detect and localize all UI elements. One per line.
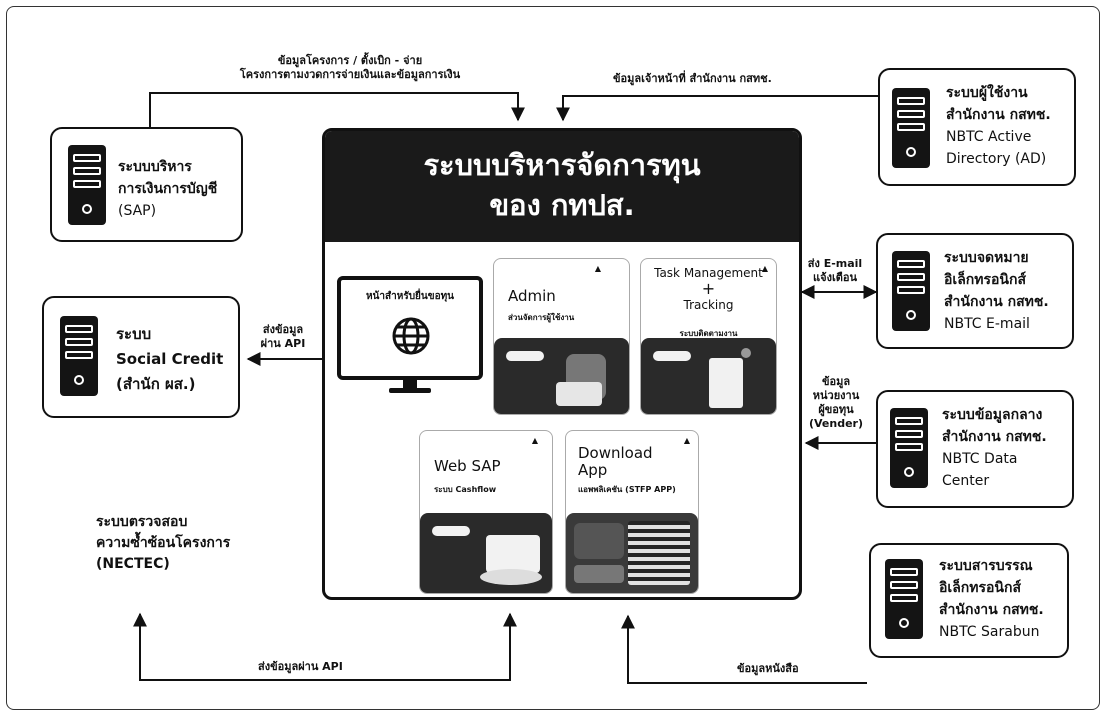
ad-line3: NBTC Active (946, 129, 1032, 145)
datacenter-line1: ระบบข้อมูลกลาง (942, 407, 1043, 423)
task-illustration (641, 338, 776, 414)
download-subtitle: แอพพลิเคชัน (STFP APP) (578, 485, 676, 494)
globe-icon (392, 317, 430, 355)
central-title-line2: ของ กทปส. (489, 188, 635, 222)
web-sap-card[interactable]: ▲ Web SAP ระบบ Cashflow (419, 430, 553, 594)
download-title-line1: Download (578, 444, 653, 462)
sap-line3: (SAP) (118, 203, 157, 219)
sarabun-line4: NBTC Sarabun (939, 624, 1040, 640)
server-icon (885, 559, 923, 639)
task-plus-sign: + (701, 279, 716, 298)
label-nectec-flow: ส่งข้อมูลผ่าน API (258, 660, 343, 673)
label-email-line1: ส่ง E-mail (807, 257, 863, 270)
nectec-system-label: ระบบตรวจสอบ ความซ้ำซ้อนโครงการ (NECTEC) (96, 512, 230, 575)
sap-line2: การเงินการบัญชี (118, 181, 218, 197)
label-social-line1: ส่งข้อมูล (262, 323, 304, 336)
download-title-line2: App (578, 461, 608, 479)
label-sap-flow: ข้อมูลโครงการ / ตั้งเบิก - จ่าย โครงการต… (200, 54, 500, 82)
user-icon: ▲ (594, 264, 601, 273)
nectec-line3: (NECTEC) (96, 556, 170, 572)
task-management-card[interactable]: ▲ Task Management + Tracking ระบบติดตามง… (640, 258, 777, 415)
task-subtitle: ระบบติดตามงาน (679, 329, 738, 338)
task-title-line2: Tracking (683, 298, 734, 312)
portal-monitor[interactable]: หน้าสำหรับยื่นขอทุน (337, 276, 483, 398)
download-illustration (566, 513, 698, 593)
download-app-card[interactable]: ▲ Download App แอพพลิเคชัน (STFP APP) (565, 430, 699, 594)
ad-line2: สำนักงาน กสทช. (946, 107, 1051, 123)
label-vendor-line1: ข้อมูล (821, 375, 851, 388)
sap-system-box: ระบบบริหาร การเงินการบัญชี (SAP) (50, 127, 243, 242)
qr-code-icon (628, 521, 690, 585)
label-social-flow: ส่งข้อมูล ผ่าน API (250, 323, 316, 351)
label-ad-flow: ข้อมูลเจ้าหน้าที่ สำนักงาน กสทช. (613, 72, 772, 85)
email-line1: ระบบจดหมาย (944, 250, 1029, 266)
admin-title: Admin (508, 287, 556, 305)
email-system-box: ระบบจดหมาย อิเล็กทรอนิกส์ สำนักงาน กสทช.… (876, 233, 1074, 349)
label-sap-line2: โครงการตามงวดการจ่ายเงินและข้อมูลการเงิน (239, 68, 461, 81)
ad-system-box: ระบบผู้ใช้งาน สำนักงาน กสทช. NBTC Active… (878, 68, 1076, 186)
sarabun-line1: ระบบสารบรรณ (939, 558, 1033, 574)
datacenter-line3: NBTC Data (942, 451, 1018, 467)
label-vendor-line2: หน่วยงาน (812, 389, 860, 402)
label-sap-line1: ข้อมูลโครงการ / ตั้งเบิก - จ่าย (277, 54, 423, 67)
arrow-ad-to-center (556, 95, 878, 122)
arrow-center-nectec (133, 612, 517, 681)
social-line1: ระบบ (116, 325, 152, 343)
central-system-title: ระบบบริหารจัดการทุน ของ กทปส. (325, 131, 799, 242)
server-icon (892, 88, 930, 168)
datacenter-line2: สำนักงาน กสทช. (942, 429, 1047, 445)
sarabun-system-box: ระบบสารบรรณ อิเล็กทรอนิกส์ สำนักงาน กสทช… (869, 543, 1069, 658)
sap-line1: ระบบบริหาร (118, 159, 192, 175)
server-icon (890, 408, 928, 488)
central-title-line1: ระบบบริหารจัดการทุน (423, 148, 701, 182)
server-icon (892, 251, 930, 331)
sarabun-line2: อิเล็กทรอนิกส์ (939, 580, 1021, 596)
label-email-line2: แจ้งเตือน (813, 271, 857, 284)
ad-line4: Directory (AD) (946, 151, 1047, 167)
datacenter-system-box: ระบบข้อมูลกลาง สำนักงาน กสทช. NBTC Data … (876, 390, 1074, 508)
arrow-sap-to-center (149, 92, 525, 128)
email-line3: สำนักงาน กสทช. (944, 294, 1049, 310)
label-social-line2: ผ่าน API (260, 337, 306, 350)
server-icon (60, 316, 98, 396)
label-vendor-line4: (Vender) (808, 417, 864, 430)
admin-illustration (494, 338, 629, 414)
user-icon: ▲ (531, 436, 538, 445)
websap-title: Web SAP (434, 457, 501, 475)
task-title-line1: Task Management (654, 266, 763, 280)
websap-illustration (420, 513, 552, 593)
user-icon: ▲ (683, 436, 690, 445)
sarabun-line3: สำนักงาน กสทช. (939, 602, 1044, 618)
central-system-box: ระบบบริหารจัดการทุน ของ กทปส. หน้าสำหรับ… (322, 128, 802, 600)
social-line2: Social Credit (116, 350, 224, 368)
social-credit-box: ระบบ Social Credit (สำนัก ผส.) (42, 296, 240, 418)
arrow-sarabun-to-center (621, 614, 867, 684)
email-line4: NBTC E-mail (944, 316, 1030, 332)
nectec-line1: ระบบตรวจสอบ (96, 514, 188, 530)
datacenter-line4: Center (942, 473, 990, 489)
label-sarabun-flow: ข้อมูลหนังสือ (737, 662, 799, 675)
nectec-line2: ความซ้ำซ้อนโครงการ (96, 535, 231, 551)
label-email-flow: ส่ง E-mail แจ้งเตือน (800, 257, 870, 285)
websap-subtitle: ระบบ Cashflow (434, 485, 497, 494)
diagram-frame (6, 6, 1100, 710)
email-line2: อิเล็กทรอนิกส์ (944, 272, 1026, 288)
server-icon (68, 145, 106, 225)
admin-subtitle: ส่วนจัดการผู้ใช้งาน (508, 313, 575, 322)
social-line3: (สำนัก ผส.) (116, 375, 196, 393)
user-icon: ▲ (761, 264, 768, 273)
label-vendor-flow: ข้อมูล หน่วยงาน ผู้ขอทุน (Vender) (803, 375, 869, 431)
admin-card[interactable]: ▲ Admin ส่วนจัดการผู้ใช้งาน (493, 258, 630, 415)
label-vendor-line3: ผู้ขอทุน (818, 403, 854, 416)
ad-line1: ระบบผู้ใช้งาน (946, 85, 1028, 101)
portal-label: หน้าสำหรับยื่นขอทุน (365, 291, 455, 302)
